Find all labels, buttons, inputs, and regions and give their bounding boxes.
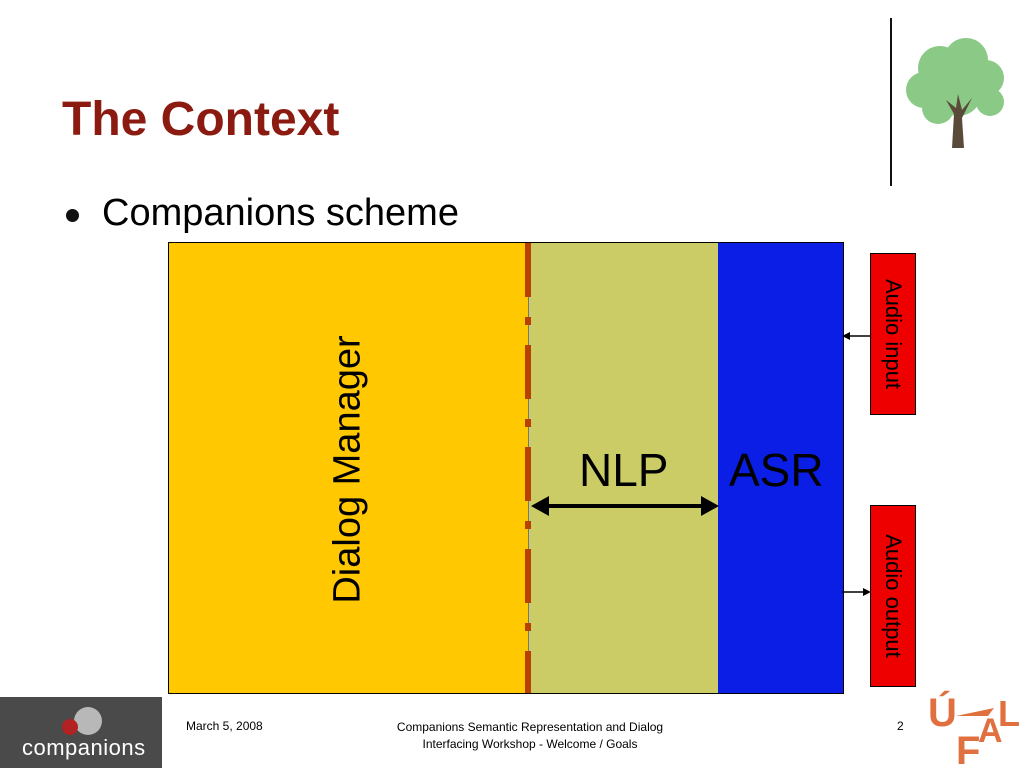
separator-line xyxy=(890,18,892,186)
footer-date: March 5, 2008 xyxy=(186,719,263,733)
tree-icon xyxy=(906,38,1004,148)
audio-output-label: Audio output xyxy=(881,534,907,658)
bidirectional-arrow-icon xyxy=(531,496,719,516)
nlp-block xyxy=(528,243,720,693)
footer-title: Companions Semantic Representation and D… xyxy=(358,719,702,753)
audio-output-arrow-icon xyxy=(842,588,871,596)
nlp-label: NLP xyxy=(579,444,669,496)
footer-page-number: 2 xyxy=(897,719,904,733)
footer-title-line1: Companions Semantic Representation and D… xyxy=(396,720,664,734)
svg-text:A: A xyxy=(978,712,1003,750)
bullet-dot xyxy=(66,209,79,222)
companions-logo: companions xyxy=(0,697,162,768)
ufal-logo: Ú F A L xyxy=(928,689,1020,768)
footer-title-line2: Interfacing Workshop - Welcome / Goals xyxy=(422,737,638,751)
audio-input-arrow-icon xyxy=(842,332,871,340)
dialog-manager-block xyxy=(169,243,528,693)
asr-label: ASR xyxy=(729,444,824,496)
scheme-diagram: Dialog Manager NLP ASR xyxy=(168,242,844,694)
companions-logo-icon xyxy=(62,707,102,735)
svg-text:F: F xyxy=(956,729,980,768)
slide-title: The Context xyxy=(62,93,340,146)
asr-block xyxy=(718,243,843,693)
audio-input-label: Audio input xyxy=(881,278,906,390)
bullet-text: Companions scheme xyxy=(102,192,459,234)
audio-output-box: Audio output xyxy=(870,505,916,687)
dialog-manager-label-wrap: Dialog Manager xyxy=(169,243,528,695)
dialog-manager-label: Dialog Manager xyxy=(326,334,369,604)
ufal-logo-text: Ú xyxy=(928,689,957,735)
dashed-divider xyxy=(525,243,531,693)
companions-brand-text: companions xyxy=(22,735,146,760)
audio-input-box: Audio input xyxy=(870,253,916,415)
svg-text:L: L xyxy=(998,693,1020,734)
